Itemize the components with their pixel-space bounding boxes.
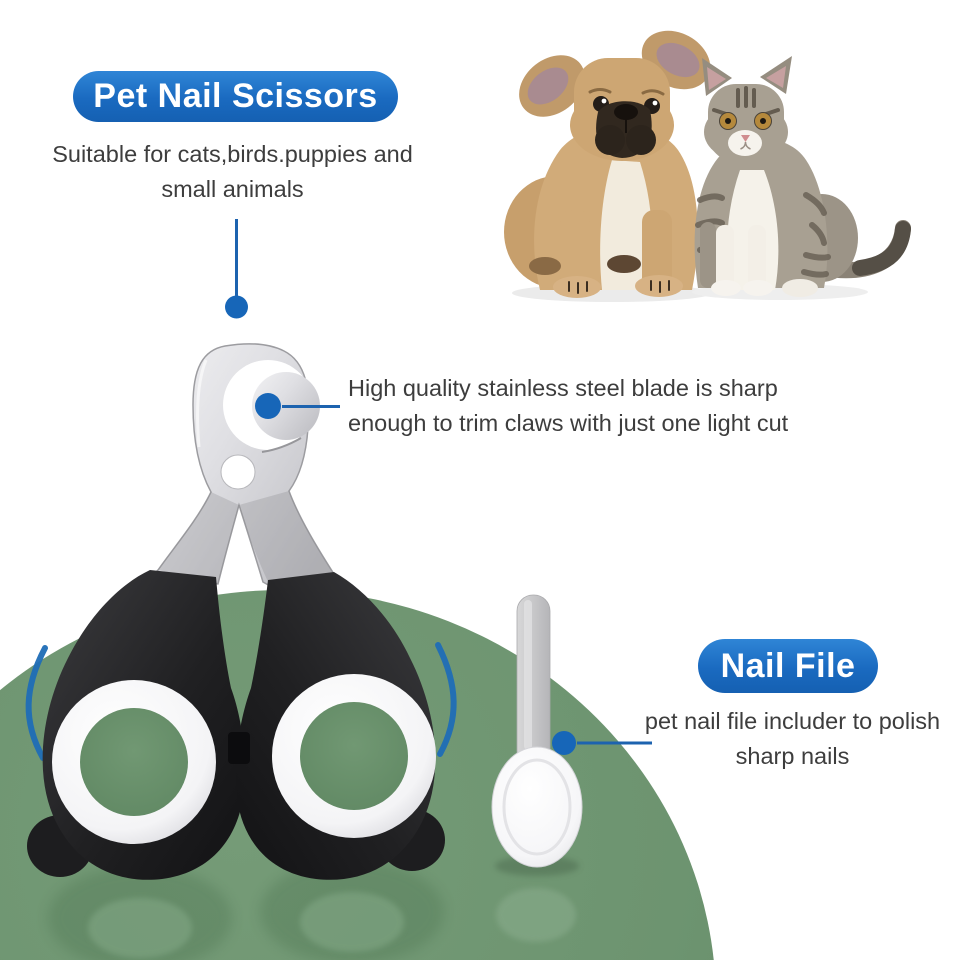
dog-illustration [504, 30, 711, 298]
left-handle-accent-arc [25, 645, 48, 761]
pets-photo [504, 30, 911, 302]
scissors-illustration [25, 343, 457, 880]
right-finger-ring [272, 674, 436, 838]
right-handle-accent-arc [435, 642, 457, 757]
file-description-line1: pet nail file includer to polish [644, 708, 941, 734]
scissors-callout-dot [225, 295, 248, 319]
scissors-description: Suitable for cats,birds.puppies and smal… [20, 137, 445, 207]
scissors-description-line1: Suitable for cats,birds.puppies and [52, 141, 413, 167]
file-description: pet nail file includer to polish sharp n… [630, 704, 955, 774]
blade-description: High quality stainless steel blade is sh… [348, 371, 828, 441]
blade-description-line1: High quality stainless steel blade is sh… [348, 375, 778, 401]
scissors-description-line2: small animals [161, 176, 304, 202]
pivot-screw [228, 732, 250, 764]
callout-connectors [225, 219, 652, 755]
file-title-text: Nail File [720, 646, 856, 685]
file-description-line2: sharp nails [735, 743, 850, 769]
nail-file-stick [516, 594, 551, 768]
left-finger-ring [52, 680, 216, 844]
surface-reflections [48, 860, 576, 960]
nail-file-handle [491, 746, 583, 868]
blade-hole [220, 454, 256, 490]
blade-description-line2: enough to trim claws with just one light… [348, 410, 789, 436]
scissors-title-text: Pet Nail Scissors [93, 77, 378, 115]
nail-file-illustration [491, 594, 583, 876]
file-title-banner: Nail File [698, 639, 878, 693]
blade-callout-dot [255, 393, 281, 419]
scissors-title-banner: Pet Nail Scissors [73, 71, 398, 122]
cat-illustration [694, 56, 911, 297]
file-callout-dot [552, 731, 576, 755]
